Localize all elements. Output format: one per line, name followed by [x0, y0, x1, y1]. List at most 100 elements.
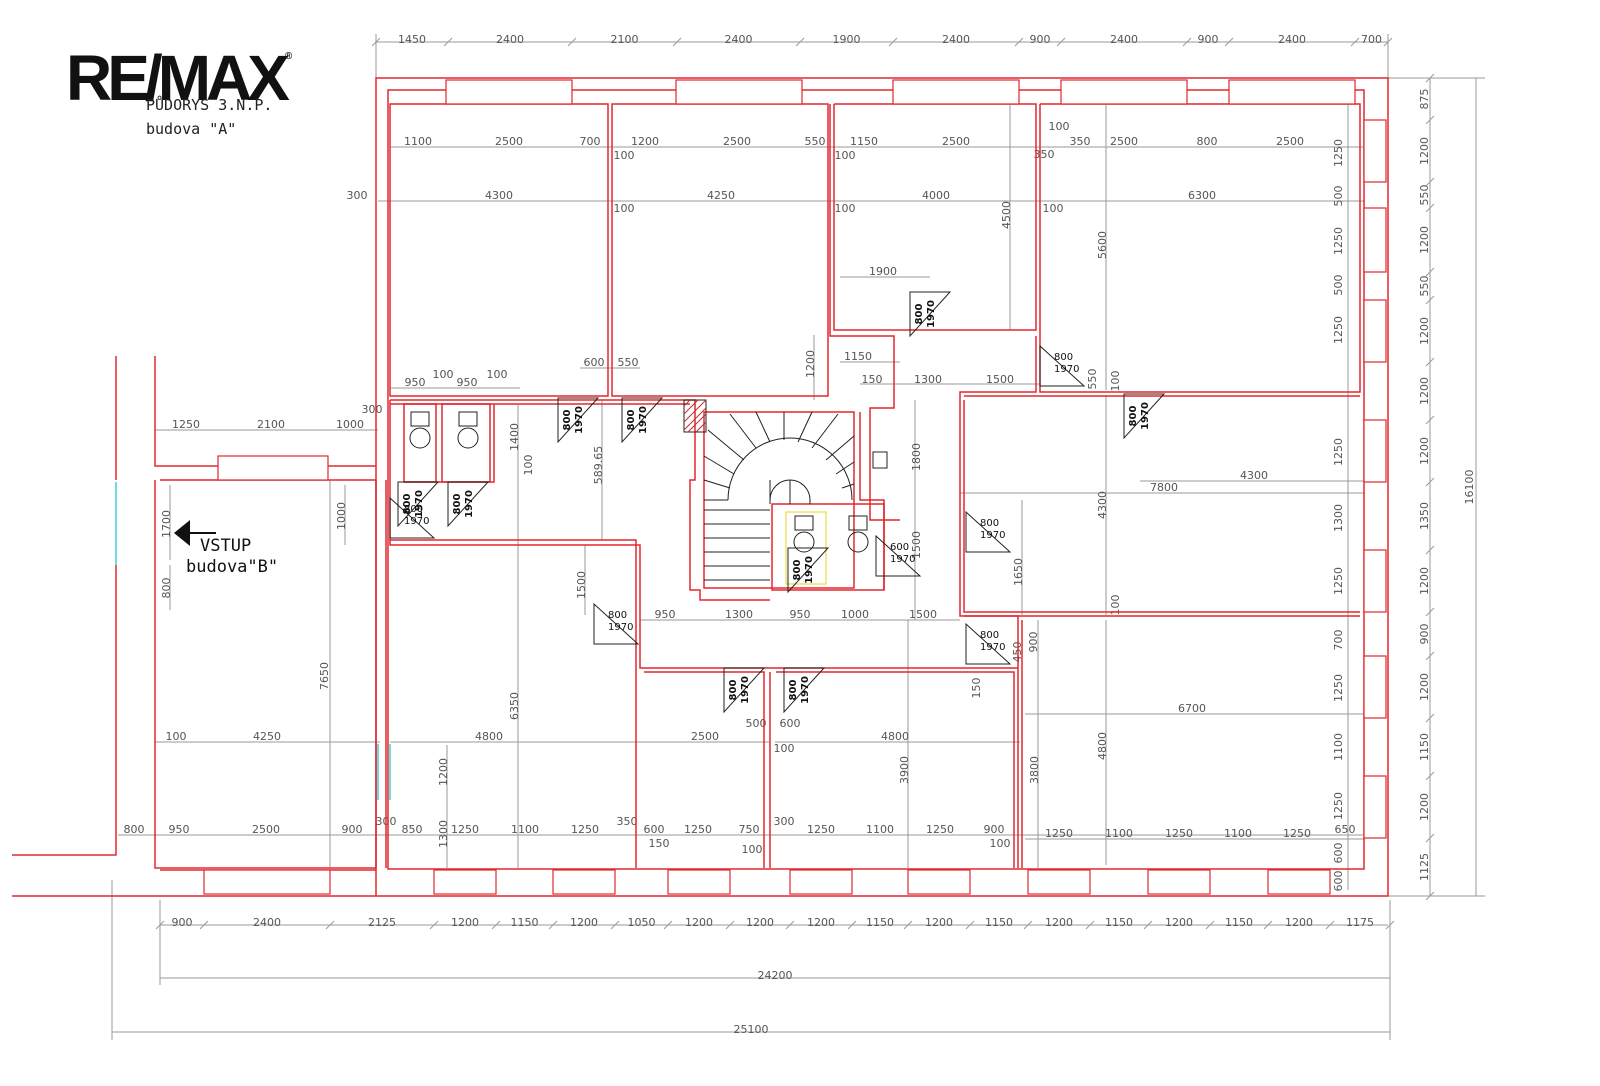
dim-tick [1425, 713, 1435, 723]
dim-label: 900 [342, 823, 363, 836]
door-width-label: 800 [1128, 406, 1139, 427]
dim-bottom-label: 1200 [570, 916, 598, 929]
dim-top-label: 2100 [611, 33, 639, 46]
dim-tick [567, 37, 577, 47]
dim-tick [1425, 771, 1435, 781]
arrow-left-icon [174, 520, 216, 546]
dim-bottom-label: 1200 [1165, 916, 1193, 929]
dim-label: 950 [457, 376, 478, 389]
dim-label: 1250 [172, 418, 200, 431]
dim-label: 500 [746, 717, 767, 730]
dim-label: 100 [614, 202, 635, 215]
dim-overall-right: 16100 [1463, 470, 1476, 505]
dim-label: 4800 [475, 730, 503, 743]
staircase [703, 411, 855, 581]
door-swing [965, 510, 1012, 553]
dim-label: 1100 [866, 823, 894, 836]
dim-label-vertical: 600 [1332, 843, 1345, 864]
dim-label: 700 [580, 135, 601, 148]
dim-top-label: 700 [1361, 33, 1382, 46]
dim-right-label: 1150 [1418, 733, 1431, 761]
dim-label: 1250 [1165, 827, 1193, 840]
dim-bottom-label: 1175 [1346, 916, 1374, 929]
dim-tick [1143, 920, 1153, 930]
door-height-label: 1970 [608, 622, 633, 633]
dim-label: 850 [402, 823, 423, 836]
dim-right-label: 1350 [1418, 502, 1431, 530]
dim-tick [1425, 295, 1435, 305]
dim-bottom-label: 1050 [628, 916, 656, 929]
door-swing [787, 547, 830, 594]
door-height-label: 1970 [980, 530, 1005, 541]
dim-label: 150 [862, 373, 883, 386]
glass-partitions [115, 482, 391, 800]
dim-label: 300 [362, 403, 383, 416]
remax-logo: RE/MAX® [66, 46, 292, 110]
dim-label-vertical: 150 [970, 678, 983, 699]
dim-tick [1425, 545, 1435, 555]
doors [389, 291, 1166, 714]
dim-tick [1425, 203, 1435, 213]
dim-right-label: 1200 [1418, 137, 1431, 165]
dim-label: 1250 [1283, 827, 1311, 840]
dim-label-vertical: 3800 [1028, 756, 1041, 784]
dim-label: 4300 [1240, 469, 1268, 482]
door-height-label: 1970 [404, 516, 429, 527]
dim-label: 1150 [850, 135, 878, 148]
door-swing [397, 481, 440, 528]
dim-label: 1900 [869, 265, 897, 278]
door-swing [723, 667, 766, 714]
dim-tick [1385, 920, 1395, 930]
dim-label: 100 [835, 202, 856, 215]
dim-tick [325, 920, 335, 930]
door-width-label: 800 [1054, 352, 1073, 363]
dim-right-label: 550 [1418, 276, 1431, 297]
dim-tick [491, 920, 501, 930]
dim-label: 1200 [631, 135, 659, 148]
dim-bottom-label: 1150 [866, 916, 894, 929]
dim-label-vertical: 1100 [1332, 733, 1345, 761]
dim-label-vertical: 4800 [1096, 732, 1109, 760]
dim-bottom-label: 2125 [368, 916, 396, 929]
door-swing [909, 291, 952, 338]
door-width-label: 800 [562, 410, 573, 431]
dim-top-label: 2400 [1110, 33, 1138, 46]
dim-bottom-label: 1150 [1225, 916, 1253, 929]
dim-label: 350 [1070, 135, 1091, 148]
door-width-label: 600 [890, 542, 909, 553]
dim-label-vertical: 1650 [1012, 558, 1025, 586]
dim-label-vertical: 1400 [508, 423, 521, 451]
dim-label-vertical: 1250 [1332, 139, 1345, 167]
dim-label-vertical: 550 [1086, 369, 1099, 390]
dim-label: 2500 [723, 135, 751, 148]
dim-label: 7800 [1150, 481, 1178, 494]
dim-tick [1425, 607, 1435, 617]
dim-tick [1425, 477, 1435, 487]
dim-tick [1014, 37, 1024, 47]
entry-label: VSTUP [200, 536, 252, 556]
dim-tick [1425, 415, 1435, 425]
dim-tick [672, 37, 682, 47]
dim-label-vertical: 1500 [910, 531, 923, 559]
door-height-label: 1970 [1140, 402, 1151, 430]
dim-label-vertical: 500 [1332, 275, 1345, 296]
dim-label: 100 [433, 368, 454, 381]
dim-right-label: 1200 [1418, 793, 1431, 821]
floor-plan-title: PŮDORYS 3.N.P. [146, 96, 273, 114]
door-width-label: 800 [452, 494, 463, 515]
dim-label: 4300 [485, 189, 513, 202]
door-swing [875, 534, 922, 577]
dim-top-label: 2400 [725, 33, 753, 46]
dim-tick [888, 37, 898, 47]
dim-label: 300 [774, 815, 795, 828]
dim-label: 1100 [1224, 827, 1252, 840]
dim-tick [443, 37, 453, 47]
dim-tick [1182, 37, 1192, 47]
dim-label-vertical: 1250 [1332, 316, 1345, 344]
dim-label-vertical: 900 [1027, 632, 1040, 653]
dim-label-vertical: 1700 [160, 510, 173, 538]
door-swing [557, 397, 600, 444]
dim-right-label: 900 [1418, 624, 1431, 645]
dim-label: 1250 [451, 823, 479, 836]
